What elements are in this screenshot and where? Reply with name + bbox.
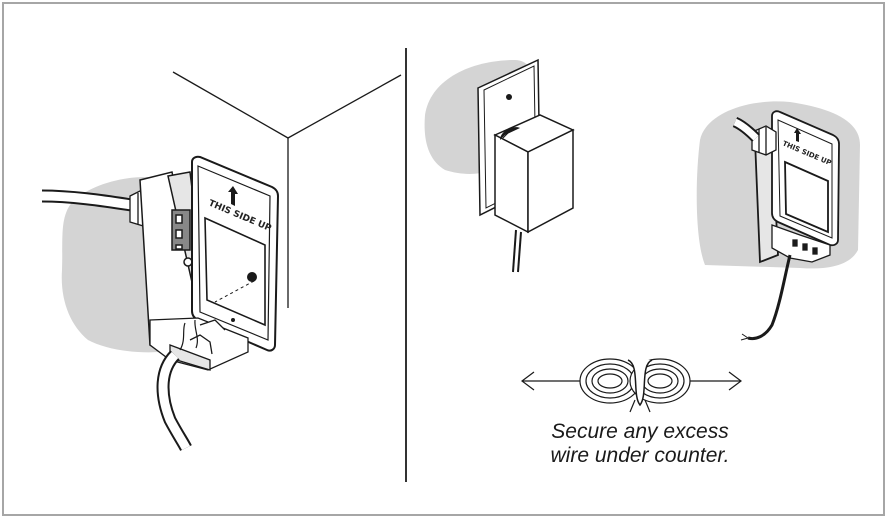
coiled-wire <box>521 358 742 413</box>
arrow-right <box>728 371 742 391</box>
box-mounted-right <box>754 110 840 264</box>
power-adapter <box>493 114 575 234</box>
right-panel: THIS SIDE UP <box>424 58 860 413</box>
arrow-left <box>521 371 535 391</box>
caption: Secure any excess wire under counter. <box>505 420 775 468</box>
wire-down-right <box>747 254 792 341</box>
caption-line-1: Secure any excess <box>551 420 729 443</box>
left-panel-mounting-box: THIS SIDE UP <box>41 71 402 452</box>
wall-corner <box>172 71 402 308</box>
adapter-cord <box>512 229 522 273</box>
outer-frame <box>2 2 885 516</box>
caption-line-2: wire under counter. <box>550 444 730 467</box>
bottom-terminal-right <box>771 224 831 263</box>
box-cover-left <box>191 155 280 352</box>
